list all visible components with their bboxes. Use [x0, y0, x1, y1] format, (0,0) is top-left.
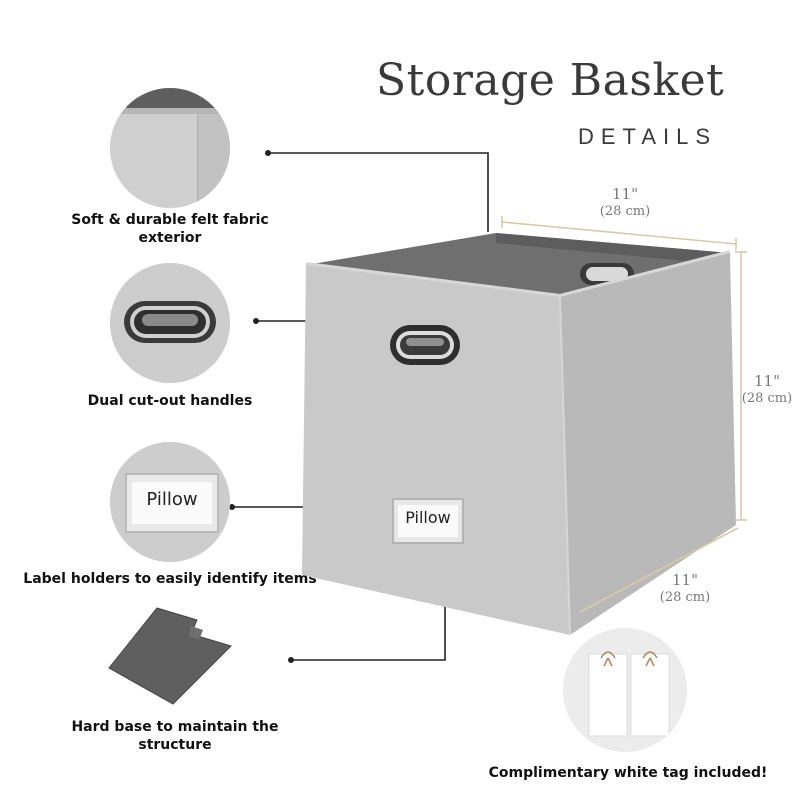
felt-corner-image — [110, 88, 230, 208]
width-dimension-line — [501, 221, 737, 245]
depth-dimension-line — [579, 527, 739, 613]
storage-basket-image — [302, 233, 736, 635]
depth-dimension-label: 11" (28 cm) — [659, 571, 711, 605]
white-tag-image — [563, 628, 687, 752]
feature-label-holder-label: Label holders to easily identify items — [23, 571, 317, 587]
basket-label-text: Pillow — [405, 508, 451, 527]
page-subtitle: DETAILS — [578, 124, 718, 149]
height-dimension-label: 11" (28 cm) — [741, 372, 793, 406]
feature-handle-label: Dual cut-out handles — [87, 393, 253, 409]
page-title: Storage Basket — [376, 55, 725, 106]
handle-image — [110, 263, 230, 383]
label-holder-tag-text: Pillow — [146, 489, 198, 510]
feature-felt-label: Soft & durable felt fabric exterior — [71, 212, 269, 246]
feature-base-label: Hard base to maintain the structure — [71, 719, 279, 753]
white-tag-label: Complimentary white tag included! — [488, 765, 768, 781]
width-dimension-label: 11" (28 cm) — [599, 185, 651, 219]
connector-felt — [265, 150, 489, 232]
label-holder-image: Pillow — [110, 442, 230, 562]
hard-base-image — [105, 606, 235, 706]
